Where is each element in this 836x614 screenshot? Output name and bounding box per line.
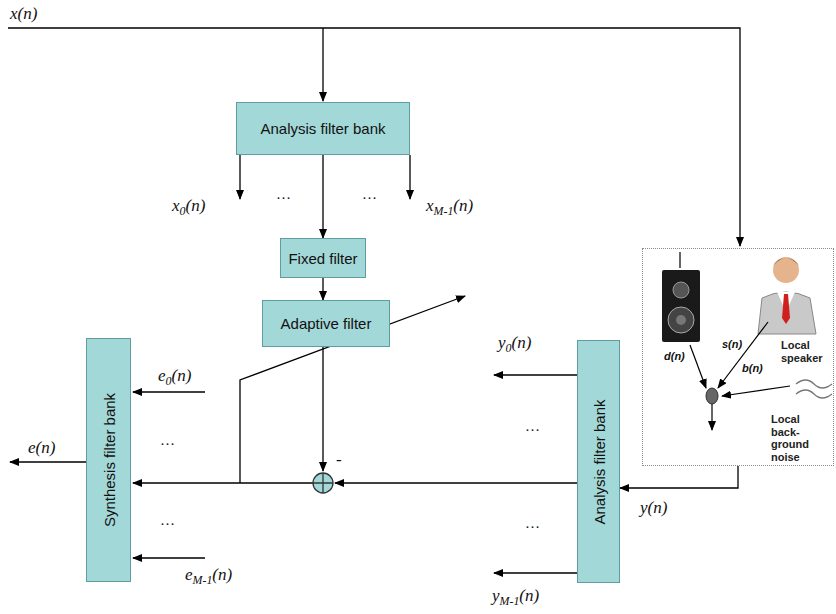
room-illustration — [662, 252, 832, 430]
output-wire — [10, 461, 86, 462]
microphone-symbol — [706, 388, 718, 404]
ellipsis-mark: … — [525, 515, 540, 532]
box-label: Synthesis filter bank — [100, 393, 117, 527]
subband-arrow — [133, 557, 205, 558]
noise-path — [722, 386, 790, 396]
signal-name: d(n) — [664, 350, 685, 362]
signal-name: y0(n) — [498, 333, 531, 356]
subscript: M-1 — [193, 573, 213, 587]
filter-bank-box: Analysis filter bank — [236, 102, 410, 155]
person-figure — [773, 258, 799, 266]
ellipsis-mark: … — [362, 186, 377, 203]
loudspeaker-symbol — [676, 315, 686, 325]
subscript: 0 — [180, 204, 186, 218]
input-wire — [322, 28, 323, 101]
signal-name: xM-1(n) — [426, 196, 473, 219]
adaptation-arrow — [240, 296, 465, 483]
box-label: Analysis filter bank — [590, 399, 607, 524]
filter-box: Fixed filter — [280, 238, 366, 278]
filter-bank-box: Synthesis filter bank — [86, 338, 131, 582]
summer-symbol — [313, 473, 333, 493]
speaker-wire — [679, 252, 680, 268]
ellipsis-mark: … — [160, 432, 175, 449]
signal-name: x0(n) — [172, 196, 205, 219]
signal-name: e(n) — [28, 438, 55, 458]
subband-wire — [335, 482, 577, 483]
loudspeaker-symbol — [662, 270, 700, 342]
adaptive-filter-box: Adaptive filter — [262, 300, 390, 347]
region-label: Local back-ground noise — [771, 413, 829, 464]
noise-wave — [796, 380, 832, 388]
box-label: Analysis filter bank — [260, 120, 385, 137]
subband-arrow — [494, 572, 577, 573]
summer-symbol — [313, 473, 333, 493]
signal-arrow — [322, 155, 323, 238]
signal-arrow — [322, 278, 323, 300]
subband-arrow — [133, 391, 205, 392]
signal-name: eM-1(n) — [185, 565, 232, 588]
signal-arrow — [620, 466, 738, 488]
subscript: M-1 — [500, 594, 520, 608]
error-wire — [133, 482, 313, 483]
person-figure — [782, 294, 790, 324]
noise-wave — [796, 390, 832, 398]
box-label: Fixed filter — [288, 250, 357, 267]
subband-arrow — [409, 155, 410, 199]
loudspeaker-symbol — [673, 282, 689, 298]
estimate-wire — [322, 347, 323, 471]
person-figure — [773, 257, 799, 283]
signal-name: s(n) — [722, 338, 742, 350]
person-figure — [758, 292, 816, 334]
signal-name: b(n) — [742, 362, 763, 374]
subband-arrow — [494, 374, 577, 375]
ellipsis-mark: … — [525, 418, 540, 435]
region-label: Local speaker — [781, 339, 831, 364]
signal-name: yM-1(n) — [492, 586, 539, 609]
echo-path — [690, 345, 706, 388]
input-wire — [8, 28, 740, 246]
signal-name: x(n) — [10, 4, 37, 24]
speech-path — [718, 322, 768, 388]
subband-arrow — [239, 155, 240, 199]
microphone-wire — [711, 404, 712, 430]
signal-name: y(n) — [640, 498, 667, 518]
subscript: 0 — [166, 374, 172, 388]
signal-name: e0(n) — [158, 366, 191, 389]
subscript: M-1 — [434, 204, 454, 218]
loudspeaker-symbol — [668, 307, 694, 333]
ellipsis-mark: … — [276, 186, 291, 203]
subscript: 0 — [506, 341, 512, 355]
box-label: Adaptive filter — [281, 315, 372, 332]
ellipsis-mark: … — [160, 512, 175, 529]
filter-bank-box: Analysis filter bank — [577, 340, 620, 583]
signal-name: - — [336, 450, 342, 470]
